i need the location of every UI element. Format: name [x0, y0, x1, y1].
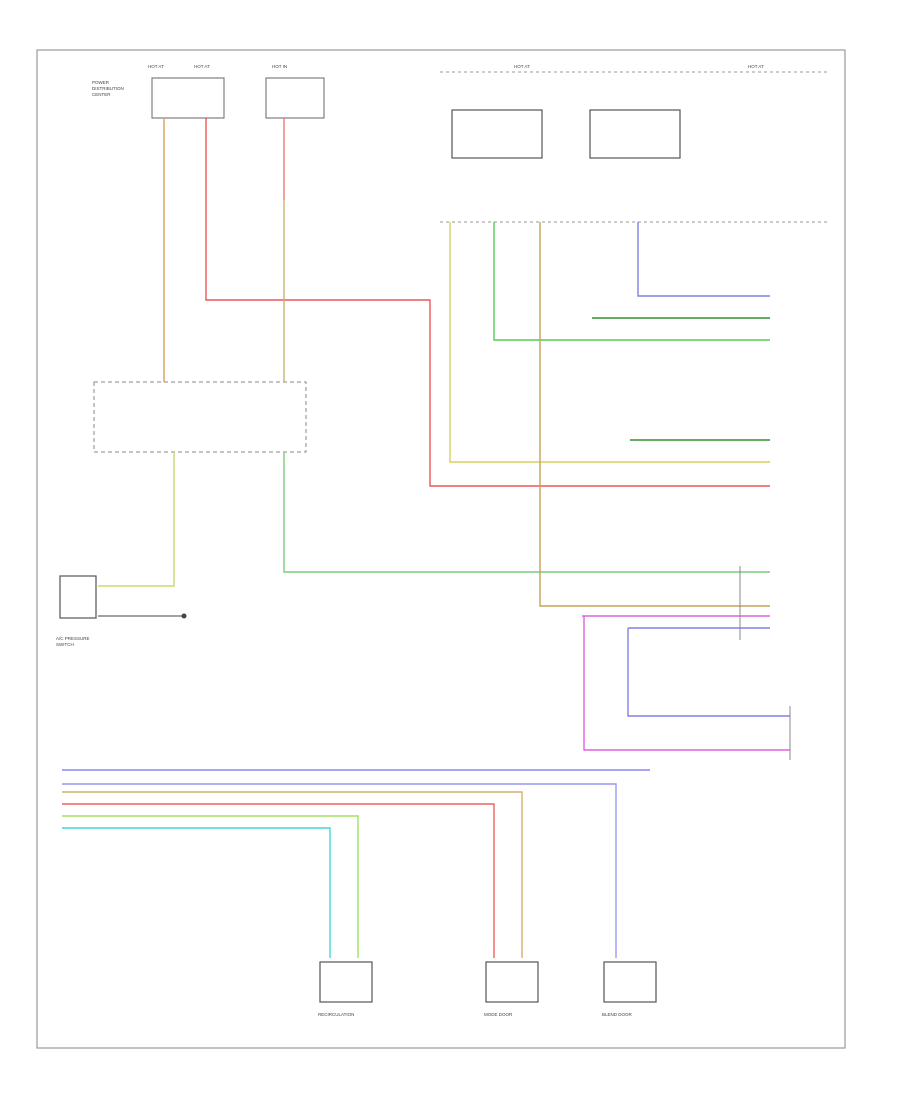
bus-lightgreen — [62, 815, 359, 958]
wire-green-2 — [493, 222, 770, 341]
ground-left — [98, 613, 187, 619]
svg-text:BLEND DOOR: BLEND DOOR — [602, 1012, 633, 1017]
label-relay-top: HOT AT — [514, 64, 530, 69]
wire-violet-2 — [583, 616, 790, 751]
label-battery-fuse-1: HOT AT — [148, 64, 164, 69]
wire-green — [283, 452, 770, 573]
label-ignition-top: HOT IN — [272, 64, 287, 69]
actuator-right: BLEND DOOR — [602, 961, 657, 1017]
wire-blue — [637, 222, 770, 297]
label-relay-top-right: HOT AT — [748, 64, 764, 69]
svg-text:MODE DOOR: MODE DOOR — [484, 1012, 513, 1017]
wire-red — [205, 118, 770, 487]
bus-tan — [62, 791, 523, 958]
svg-text:A/C PRESSURE: A/C PRESSURE — [56, 636, 90, 641]
svg-text:SWITCH: SWITCH — [56, 642, 74, 647]
hvac-control-module — [93, 381, 307, 453]
bus-cyan — [62, 827, 331, 958]
bus-lightblue — [62, 783, 617, 958]
wire-yellow — [449, 222, 770, 463]
diagram-frame — [36, 49, 846, 1049]
wire-tan-2 — [539, 222, 770, 607]
wire-blue-2 — [627, 628, 790, 717]
label-fuse-block: POWER — [92, 80, 110, 85]
pressure-switch: A/C PRESSURE SWITCH — [56, 575, 97, 647]
label-battery-fuse-2: HOT AT — [194, 64, 210, 69]
fuse-block-left: HOT AT HOT AT HOT IN POWER DISTRIBUTION … — [92, 64, 325, 119]
connector-right — [739, 566, 791, 760]
svg-text:DISTRIBUTION: DISTRIBUTION — [92, 86, 124, 91]
svg-text:CENTER: CENTER — [92, 92, 111, 97]
actuator-left: RECIRCULATION — [318, 961, 373, 1017]
svg-text:RECIRCULATION: RECIRCULATION — [318, 1012, 354, 1017]
actuator-center: MODE DOOR — [484, 961, 539, 1017]
relay-block-right: HOT AT HOT AT — [440, 64, 830, 223]
wire-yellowgreen — [98, 452, 175, 587]
bus-red — [62, 803, 495, 958]
